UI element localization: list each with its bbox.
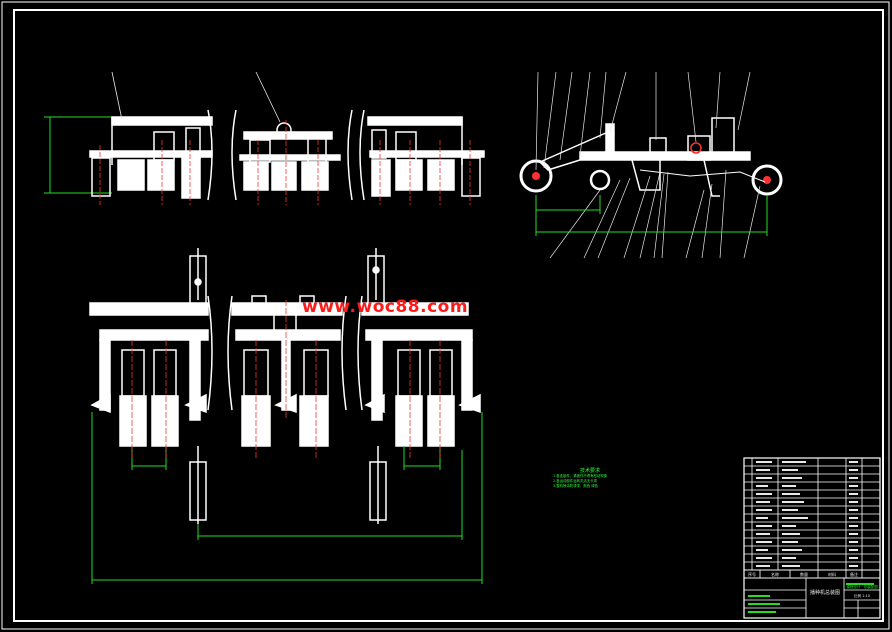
drawing-title: 播种机总装图 <box>810 589 840 596</box>
parts-list-headers: 序号 名称 数量 材料 备注 <box>748 571 858 577</box>
middle-wheel <box>589 169 611 191</box>
header-qty: 数量 <box>800 571 808 577</box>
technical-notes: 技术要求 1.各连接件、紧固件不得有松动现象 2.各运动部件运转灵活无卡滞 3.… <box>553 467 633 489</box>
top-row-leaders <box>111 71 281 123</box>
main-beam-right <box>361 302 469 316</box>
top-right-section <box>359 109 485 201</box>
notes-title: 技术要求 <box>579 468 600 474</box>
top-row-dimension <box>44 116 112 194</box>
school-label: 课程设计 · 总装配图 <box>846 584 878 589</box>
side-view-dimension <box>535 195 768 236</box>
header-index: 序号 <box>748 571 756 577</box>
top-middle-section <box>231 109 353 201</box>
scale-label: 比例 1:10 <box>854 593 870 598</box>
opener-units-middle <box>241 295 329 447</box>
title-block <box>743 457 881 619</box>
opener-units-left <box>90 339 207 447</box>
header-material: 材料 <box>828 571 836 577</box>
opener-units-right <box>364 339 481 447</box>
side-view <box>519 71 783 259</box>
top-left-section <box>89 109 213 201</box>
front-view-centerlines <box>131 300 441 460</box>
rear-wheel <box>751 164 783 196</box>
notes-line-2: 2.各运动部件运转灵活无卡滞 <box>553 479 597 483</box>
parts-list-header <box>743 569 881 579</box>
front-view-dimensions <box>91 412 483 584</box>
parts-list-text-marks <box>748 461 874 613</box>
side-view-leaders <box>535 71 761 259</box>
notes-line-3: 3.整机喷涂防锈漆，颜色 绿色 <box>553 484 598 488</box>
inner-border <box>13 9 884 622</box>
notes-line-1: 1.各连接件、紧固件不得有松动现象 <box>553 474 608 478</box>
parts-list-grid <box>744 458 880 571</box>
front-view <box>89 248 483 584</box>
main-beam-left <box>89 302 209 316</box>
top-row-centerlines <box>99 120 471 205</box>
header-name: 名称 <box>771 571 779 577</box>
header-remark: 备注 <box>850 571 858 577</box>
watermark-text: www.woc88.com <box>302 297 469 317</box>
top-view-row <box>44 71 485 205</box>
